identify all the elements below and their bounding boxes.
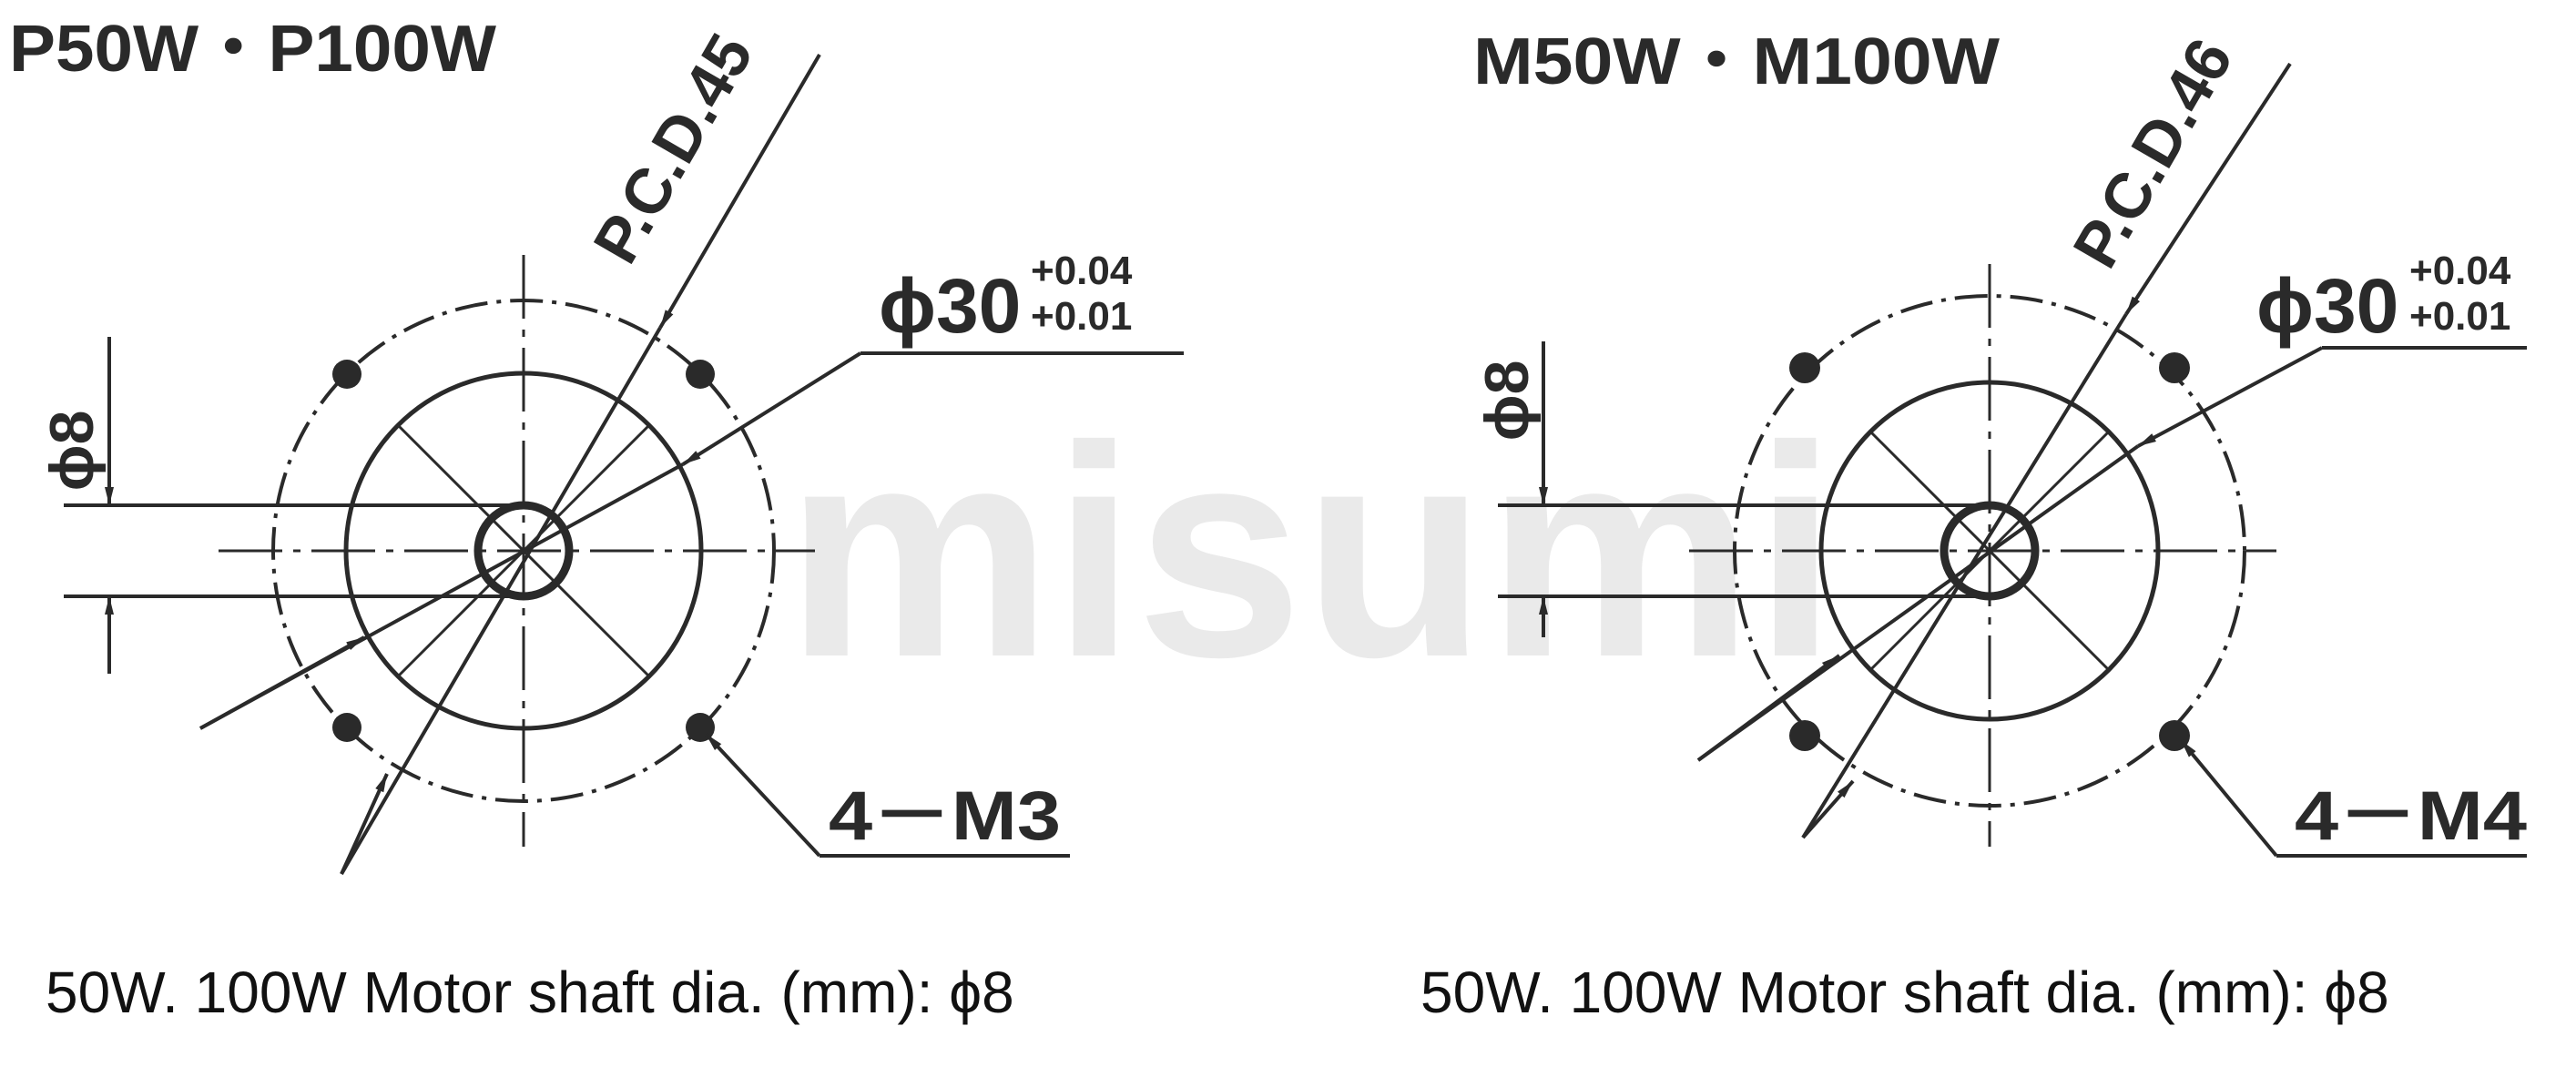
caption: 50W. 100W Motor shaft dia. (mm): ϕ8 xyxy=(1420,960,2389,1025)
mounting-hole xyxy=(686,360,715,389)
screw-label: 4－M3 xyxy=(829,777,1061,855)
bore-tolerance-lower: +0.01 xyxy=(2409,294,2510,339)
caption: 50W. 100W Motor shaft dia. (mm): ϕ8 xyxy=(46,960,1014,1025)
mounting-hole xyxy=(332,360,361,389)
centerlines xyxy=(219,255,815,847)
screw-leader xyxy=(2179,738,2527,858)
mounting-hole xyxy=(332,713,361,742)
shaft-dimension xyxy=(1498,341,1976,637)
shaft-dimension xyxy=(64,337,510,674)
mounting-hole xyxy=(2159,352,2190,383)
bore-tolerance-upper: +0.04 xyxy=(2409,249,2511,293)
pcd-label: P.C.D.45 xyxy=(580,22,767,274)
drawing-title: M50W・M100W xyxy=(1473,25,2000,98)
bore-tolerance-lower: +0.01 xyxy=(1031,294,1132,339)
drawing-title: P50W・P100W xyxy=(9,13,496,86)
centerlines xyxy=(1689,264,2276,847)
shaft-diameter-label: ϕ8 xyxy=(1472,361,1542,442)
watermark-text: misumi xyxy=(785,383,1837,719)
pcd-leader xyxy=(1801,62,2292,839)
mounting-hole xyxy=(1789,352,1820,383)
screw-label: 4－M4 xyxy=(2295,777,2527,855)
bore-leader xyxy=(199,351,1184,730)
bore-diameter-label: ϕ30 xyxy=(2256,263,2398,349)
mounting-hole xyxy=(1789,720,1820,751)
bore-leader xyxy=(1696,346,2527,762)
pcd-label: P.C.D.46 xyxy=(2060,26,2246,279)
shaft-diameter-label: ϕ8 xyxy=(37,411,107,492)
bore-diameter-label: ϕ30 xyxy=(879,263,1021,349)
bore-tolerance-upper: +0.04 xyxy=(1031,249,1133,293)
pcd-leader xyxy=(340,53,821,876)
screw-leader xyxy=(704,732,1070,858)
